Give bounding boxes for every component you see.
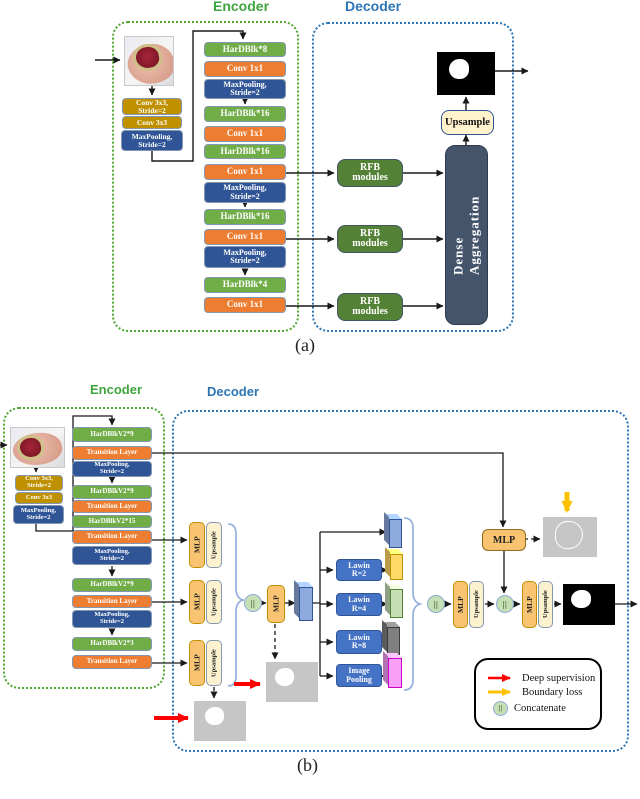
- concatenate-node: ||: [427, 595, 445, 613]
- backbone-block: HarDBlk*8: [204, 42, 286, 57]
- figure-b-encoder-region: [3, 407, 165, 689]
- backbone-block: HarDBlkV2*9: [72, 485, 152, 499]
- lawin-block: Lawin R=8: [336, 630, 382, 654]
- figure-a-caption: (a): [295, 335, 315, 355]
- backbone-block: HarDBlkV2*3: [72, 637, 152, 651]
- upsample-block: Upsample: [206, 640, 222, 686]
- rfb-module: RFB modules: [337, 293, 403, 321]
- figure-a-decoder-title: Decoder: [345, 0, 402, 14]
- backbone-block: HarDBlkV2*9: [72, 427, 152, 442]
- backbone-block: MaxPooling, Stride=2: [72, 461, 152, 477]
- backbone-block: MaxPooling, Stride=2: [204, 182, 286, 203]
- red-arrow-icon: [488, 674, 511, 682]
- feature-slab-blue: [389, 519, 402, 548]
- concatenate-node: ||: [496, 595, 514, 613]
- mlp-block: MLP: [522, 581, 537, 628]
- stem-block: MaxPooling, Stride=2: [121, 130, 183, 151]
- upsample-block: Upsample: [206, 522, 222, 568]
- figure-b-decoder-title: Decoder: [207, 384, 260, 399]
- backbone-block: Transition Layer: [72, 595, 152, 608]
- legend-item-deep-supervision: Deep supervision: [476, 673, 600, 684]
- mlp-block: MLP: [267, 585, 285, 623]
- mlp-block: MLP: [189, 640, 205, 686]
- feature-slab-pink: [388, 658, 402, 688]
- figure-a-encoder-region: [112, 21, 299, 332]
- backbone-block: HarDBlk*16: [204, 144, 286, 159]
- backbone-block: Transition Layer: [72, 500, 152, 513]
- backbone-block: HarDBlk*16: [204, 209, 286, 225]
- image-pooling-block: Image Pooling: [336, 664, 382, 687]
- legend-label: Deep supervision: [522, 672, 596, 684]
- deep-supervision-mask: [194, 701, 246, 741]
- backbone-block: Conv 1x1: [204, 164, 286, 180]
- backbone-block: HarDBlkV2*15: [72, 515, 152, 528]
- mlp-block: MLP: [482, 529, 526, 551]
- yellow-arrow-icon: [488, 688, 511, 696]
- figure-b-decoder-region: [172, 410, 629, 752]
- feature-slab-green: [390, 589, 403, 618]
- concatenate-node: ||: [244, 594, 262, 612]
- legend: Deep supervision Boundary loss || Concat…: [474, 658, 602, 730]
- backbone-block: Conv 1x1: [204, 126, 286, 142]
- deep-supervision-mask: [266, 662, 318, 702]
- upsample-block: Upsample: [538, 581, 553, 628]
- lawin-block: Lawin R=2: [336, 559, 382, 581]
- figure-a-wires: [95, 30, 529, 310]
- mask-boundary-outline: [555, 521, 583, 549]
- mask-blob: [449, 59, 469, 79]
- backbone-block: Transition Layer: [72, 446, 152, 460]
- legend-label: Concatenate: [514, 702, 566, 714]
- feature-slab-yellow: [390, 554, 403, 580]
- mlp-block: MLP: [189, 522, 205, 568]
- backbone-block: Transition Layer: [72, 530, 152, 544]
- output-mask: [563, 584, 615, 625]
- mlp-block: MLP: [453, 581, 468, 628]
- input-wound-image: [10, 427, 65, 468]
- legend-item-concatenate: || Concatenate: [476, 700, 600, 716]
- backbone-block: Conv 1x1: [204, 297, 286, 313]
- backbone-block: Transition Layer: [72, 655, 152, 669]
- backbone-block: HarDBlk*4: [204, 277, 286, 293]
- feature-slab-blue: [299, 587, 313, 621]
- backbone-block: HarDBlk*16: [204, 106, 286, 122]
- concat-circle-icon: ||: [493, 700, 508, 716]
- backbone-block: Conv 1x1: [204, 61, 286, 77]
- rfb-module: RFB modules: [337, 159, 403, 187]
- mask-blob: [205, 707, 224, 725]
- upsample-block: Upsample: [469, 581, 484, 628]
- figure-a-encoder-title: Encoder: [213, 0, 270, 14]
- mask-blob: [571, 590, 591, 608]
- figure-a-decoder-region: [312, 22, 514, 332]
- backbone-block: MaxPooling, Stride=2: [204, 79, 286, 99]
- backbone-block: Conv 1x1: [204, 229, 286, 245]
- stem-block: Conv 3x3: [122, 116, 182, 129]
- output-mask: [437, 52, 495, 95]
- mask-blob: [275, 668, 294, 686]
- lawin-block: Lawin R=4: [336, 593, 382, 616]
- stem-block: Conv 3x3, Stride=2: [122, 98, 182, 115]
- upsample-block: Upsample: [206, 580, 222, 624]
- stem-block: MaxPooling, Stride=2: [13, 505, 64, 524]
- stem-block: Conv 3x3: [15, 492, 63, 504]
- rfb-module: RFB modules: [337, 225, 403, 253]
- backbone-block: MaxPooling, Stride=2: [72, 610, 152, 628]
- stem-block: Conv 3x3, Stride=2: [15, 475, 63, 491]
- backbone-block: MaxPooling, Stride=2: [72, 546, 152, 565]
- feature-slab-gray: [387, 627, 400, 655]
- dense-aggregation-block: Dense Aggregation: [445, 145, 488, 325]
- figure-b-encoder-title: Encoder: [90, 382, 143, 397]
- input-wound-image: [124, 36, 174, 86]
- backbone-block: HarDBlkV2*9: [72, 578, 152, 592]
- mlp-block: MLP: [189, 580, 205, 624]
- figure-b-caption: (b): [297, 755, 318, 775]
- upsample-block: Upsample: [441, 110, 494, 135]
- boundary-prediction-mask: [543, 517, 597, 557]
- legend-item-boundary-loss: Boundary loss: [476, 687, 600, 698]
- legend-label: Boundary loss: [522, 686, 583, 698]
- backbone-block: MaxPooling, Stride=2: [204, 246, 286, 268]
